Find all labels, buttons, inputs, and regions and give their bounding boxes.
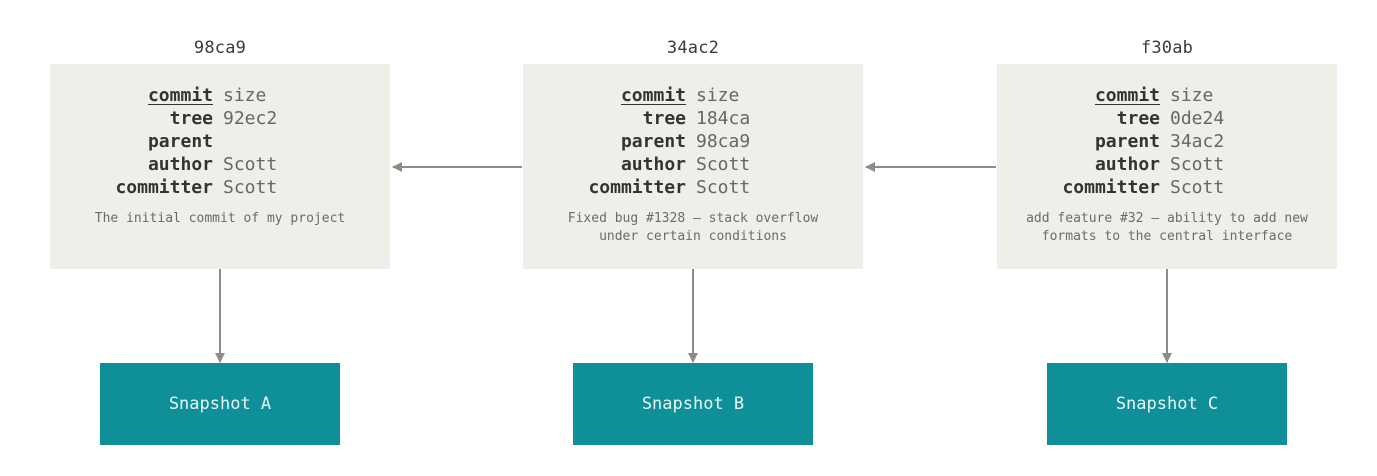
field-value: size bbox=[696, 85, 740, 106]
field-row-commit: commit size bbox=[50, 84, 390, 107]
field-key: committer bbox=[1062, 177, 1160, 198]
field-key: author bbox=[620, 154, 686, 175]
field-key: parent bbox=[147, 131, 213, 152]
field-row-author: author Scott bbox=[997, 153, 1337, 176]
field-key: commit bbox=[620, 85, 686, 106]
field-row-parent: parent 34ac2 bbox=[997, 130, 1337, 153]
field-row-committer: committer Scott bbox=[523, 176, 863, 199]
field-row-tree: tree 184ca bbox=[523, 107, 863, 130]
commit-message: add feature #32 – ability to add new for… bbox=[1026, 211, 1308, 244]
field-row-commit: commit size bbox=[997, 84, 1337, 107]
commit-hash-label: 34ac2 bbox=[666, 38, 720, 58]
commit-fields: commit size tree 92ec2 parent author Sco… bbox=[50, 84, 390, 199]
field-value: 184ca bbox=[696, 108, 751, 129]
field-row-tree: tree 0de24 bbox=[997, 107, 1337, 130]
field-value: Scott bbox=[1170, 154, 1225, 175]
field-key: tree bbox=[169, 108, 213, 129]
commit-message: The initial commit of my project bbox=[94, 211, 346, 226]
field-value: 0de24 bbox=[1170, 108, 1225, 129]
field-row-parent: parent bbox=[50, 130, 390, 153]
field-key: author bbox=[147, 154, 213, 175]
field-key: parent bbox=[620, 131, 686, 152]
snapshot-box: Snapshot A bbox=[100, 363, 340, 445]
field-value: Scott bbox=[1170, 177, 1225, 198]
field-key: commit bbox=[1094, 85, 1160, 106]
field-key: tree bbox=[642, 108, 686, 129]
field-key: tree bbox=[1116, 108, 1160, 129]
field-value: size bbox=[223, 85, 267, 106]
field-value bbox=[213, 130, 223, 153]
field-value: Scott bbox=[223, 177, 278, 198]
field-key: commit bbox=[147, 85, 213, 106]
commit-object-box: commit size tree 92ec2 parent author Sco… bbox=[50, 64, 390, 269]
commit-object-box: commit size tree 184ca parent 98ca9 auth… bbox=[523, 64, 863, 269]
field-row-author: author Scott bbox=[523, 153, 863, 176]
field-value: Scott bbox=[696, 154, 751, 175]
field-value: Scott bbox=[223, 154, 278, 175]
field-key: parent bbox=[1094, 131, 1160, 152]
field-row-commit: commit size bbox=[523, 84, 863, 107]
field-value: 98ca9 bbox=[696, 131, 751, 152]
field-value: 92ec2 bbox=[223, 108, 278, 129]
field-row-committer: committer Scott bbox=[997, 176, 1337, 199]
field-value: 34ac2 bbox=[1170, 131, 1225, 152]
commit-hash-label: f30ab bbox=[1140, 38, 1194, 58]
field-row-committer: committer Scott bbox=[50, 176, 390, 199]
field-key: committer bbox=[115, 177, 213, 198]
commit-hash-label: 98ca9 bbox=[193, 38, 247, 58]
commit-message: Fixed bug #1328 – stack overflow under c… bbox=[567, 211, 819, 244]
commit-fields: commit size tree 0de24 parent 34ac2 auth… bbox=[997, 84, 1337, 199]
field-key: author bbox=[1094, 154, 1160, 175]
field-row-parent: parent 98ca9 bbox=[523, 130, 863, 153]
field-key: committer bbox=[588, 177, 686, 198]
field-row-author: author Scott bbox=[50, 153, 390, 176]
commit-fields: commit size tree 184ca parent 98ca9 auth… bbox=[523, 84, 863, 199]
field-value: size bbox=[1170, 85, 1214, 106]
snapshot-box: Snapshot B bbox=[573, 363, 813, 445]
commit-object-box: commit size tree 0de24 parent 34ac2 auth… bbox=[997, 64, 1337, 269]
snapshot-box: Snapshot C bbox=[1047, 363, 1287, 445]
field-value: Scott bbox=[696, 177, 751, 198]
field-row-tree: tree 92ec2 bbox=[50, 107, 390, 130]
